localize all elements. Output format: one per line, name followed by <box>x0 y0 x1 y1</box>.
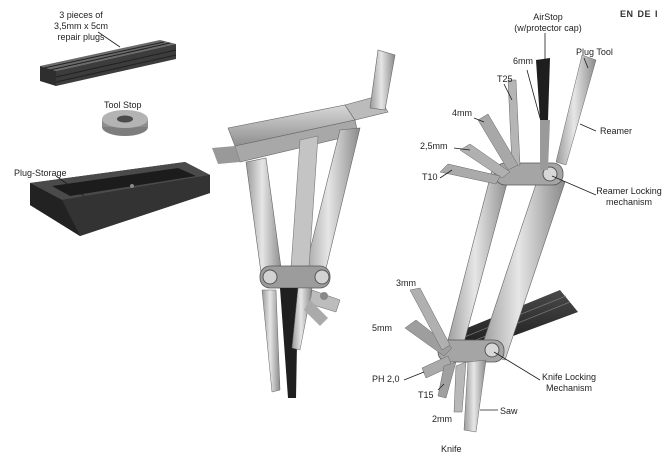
label-6mm: 6mm <box>513 56 533 66</box>
label-4mm: 4mm <box>452 108 472 118</box>
label-5mm: 5mm <box>372 323 392 333</box>
label-ph20: PH 2,0 <box>372 374 400 384</box>
plug-storage-illustration <box>30 162 210 236</box>
label-airstop: AirStop (w/protector cap) <box>508 12 588 34</box>
multitool-center-illustration <box>212 49 396 398</box>
label-knife-locking-line1: Knife Locking <box>541 372 597 382</box>
tool-stop-illustration <box>102 110 148 136</box>
label-repair-plugs-line3: repair plugs <box>57 32 105 42</box>
label-airstop-line2: (w/protector cap) <box>514 23 582 33</box>
label-plug-storage: Plug-Storage <box>14 168 67 178</box>
label-airstop-line1: AirStop <box>533 12 563 22</box>
label-plug-tool: Plug Tool <box>576 47 613 57</box>
label-reamer-locking: Reamer Locking mechanism <box>594 186 664 208</box>
label-reamer-locking-line2: mechanism <box>605 197 652 207</box>
label-tool-stop: Tool Stop <box>104 100 142 110</box>
multitool-right-illustration <box>404 54 597 433</box>
label-t10: T10 <box>422 172 438 182</box>
language-en[interactable]: EN <box>620 9 634 19</box>
label-t15: T15 <box>418 390 434 400</box>
label-reamer: Reamer <box>600 126 633 136</box>
label-repair-plugs: 3 pieces of 3,5mm x 5cm repair plugs <box>36 10 126 43</box>
label-2-5mm: 2,5mm <box>420 141 448 151</box>
label-knife: Knife <box>441 444 462 454</box>
label-3mm: 3mm <box>396 278 416 288</box>
label-repair-plugs-line1: 3 pieces of <box>59 10 103 20</box>
label-saw: Saw <box>500 406 518 416</box>
language-i[interactable]: I <box>655 9 659 19</box>
label-reamer-locking-line1: Reamer Locking <box>596 186 662 196</box>
label-knife-locking: Knife Locking Mechanism <box>532 372 606 394</box>
repair-plugs-illustration <box>40 40 177 86</box>
label-2mm: 2mm <box>432 414 452 424</box>
label-repair-plugs-line2: 3,5mm x 5cm <box>53 21 108 31</box>
leader-lines <box>55 31 597 411</box>
label-t25: T25 <box>497 74 513 84</box>
label-knife-locking-line2: Mechanism <box>545 383 592 393</box>
language-de[interactable]: DE <box>637 9 652 19</box>
